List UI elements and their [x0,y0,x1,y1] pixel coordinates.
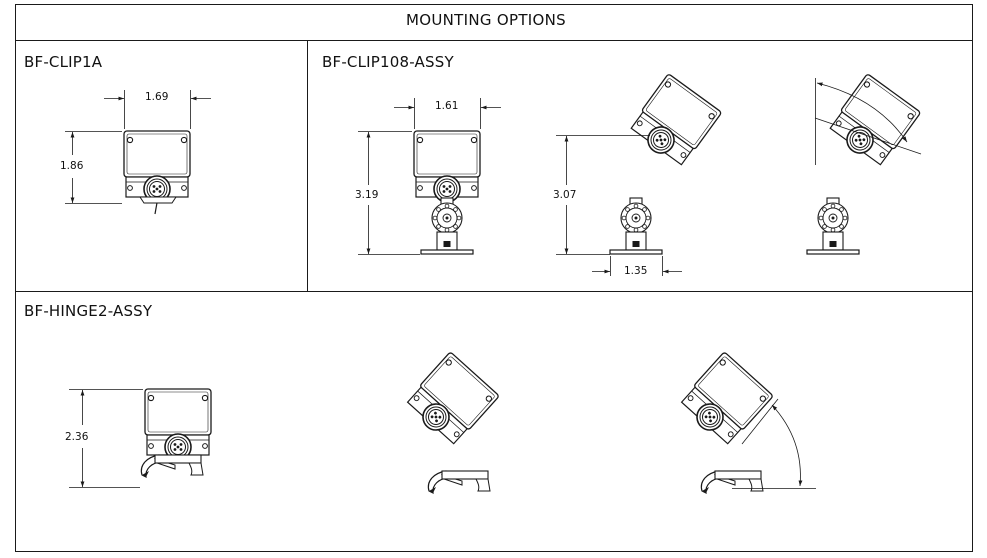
clip108-tilted-height-dimension [556,135,650,255]
clip1a-camera-drawing [123,130,191,215]
hinge2-tilted-drawing [401,351,501,494]
clip108-base-width-dimension [592,256,682,276]
clip108-upright-drawing [413,130,481,255]
dimension-clip108-height-tilted: 3.07 [553,189,577,201]
clip108-upright-height-dimension [358,131,420,255]
clip1a-height-dimension [65,131,122,204]
clip108-tilt-angle-arc [814,78,922,165]
section-title-clip108: BF-CLIP108-ASSY [322,53,454,71]
hinge2-tilt-angle-arc [732,398,816,489]
dimension-hinge2-height: 2.36 [65,431,89,443]
dimension-clip108-height-upright: 3.19 [355,189,379,201]
clip108-tilt-range-drawing [806,72,922,255]
page-title: MOUNTING OPTIONS [406,11,566,29]
section-title-hinge2: BF-HINGE2-ASSY [24,302,153,320]
dimension-clip108-base-width: 1.35 [624,265,648,277]
hinge2-upright-drawing [140,388,212,478]
section-title-clip1a: BF-CLIP1A [24,53,103,71]
dimension-clip1a-width: 1.69 [145,91,169,103]
dimension-clip108-width: 1.61 [435,100,459,112]
clip108-width-dimension [394,98,501,129]
clip1a-width-dimension [104,90,211,129]
hinge2-height-dimension [69,389,143,488]
table-frame [15,4,973,552]
clip108-tilted-drawing [609,72,723,255]
dimension-clip1a-height: 1.86 [60,160,84,172]
